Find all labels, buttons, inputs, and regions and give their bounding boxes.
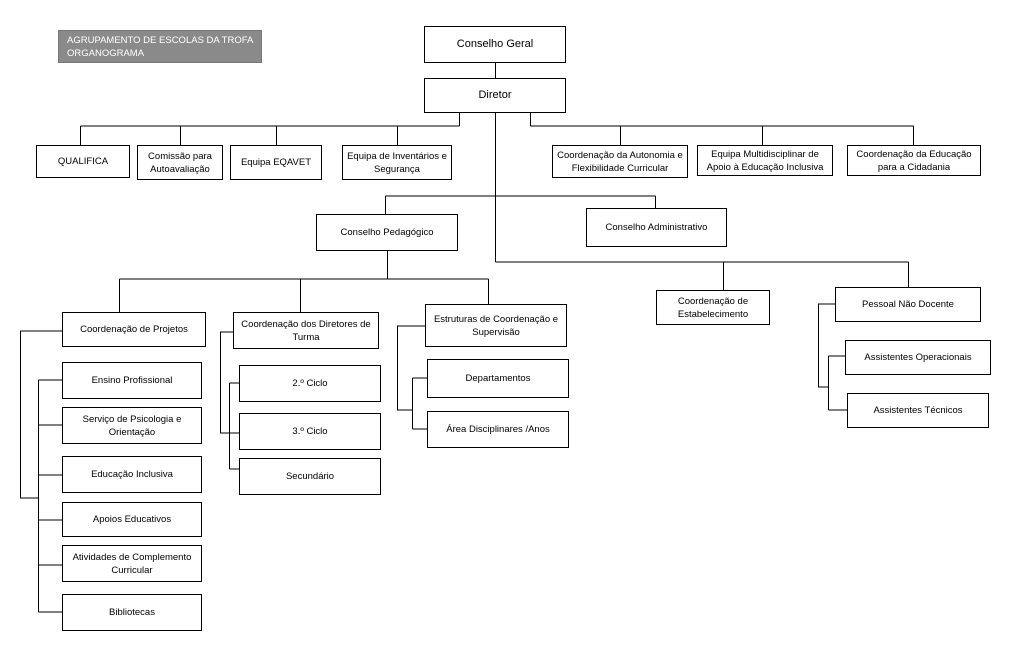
node-educacao-cidadania: Coordenação da Educação para a Cidadania <box>847 145 981 176</box>
node-assistentes-operacionais: Assistentes Operacionais <box>845 340 991 375</box>
node-estruturas-coordenacao: Estruturas de Coordenação e Supervisão <box>425 304 567 347</box>
node-secundario: Secundário <box>239 458 381 495</box>
node-conselho-pedagogico: Conselho Pedagógico <box>316 214 458 251</box>
node-departamentos: Departamentos <box>427 359 569 398</box>
node-coordenacao-projetos: Coordenação de Projetos <box>62 312 206 347</box>
node-coordenacao-autonomia: Coordenação da Autonomia e Flexibilidade… <box>552 145 688 178</box>
document-title: AGRUPAMENTO DE ESCOLAS DA TROFA ORGANOGR… <box>58 30 262 63</box>
node-2-ciclo: 2.º Ciclo <box>239 365 381 402</box>
node-pessoal-nao-docente: Pessoal Não Docente <box>835 287 981 322</box>
node-apoios-educativos: Apoios Educativos <box>62 502 202 537</box>
node-areas-disciplinares: Área Disciplinares /Anos <box>427 411 569 448</box>
node-servico-psicologia: Serviço de Psicologia e Orientação <box>62 407 202 444</box>
node-diretor: Diretor <box>424 78 566 113</box>
node-bibliotecas: Bibliotecas <box>62 594 202 631</box>
node-equipa-multidisciplinar-label: Equipa Multidisciplinar de Apoio à Educa… <box>706 149 824 173</box>
node-conselho-geral: Conselho Geral <box>424 26 566 63</box>
node-qualifica: QUALIFICA <box>36 145 130 178</box>
node-assistentes-tecnicos: Assistentes Técnicos <box>847 393 989 428</box>
node-ensino-profissional: Ensino Profissional <box>62 362 202 399</box>
title-line-1: AGRUPAMENTO DE ESCOLAS DA TROFA <box>67 35 254 46</box>
node-3-ciclo: 3.º Ciclo <box>239 413 381 450</box>
node-comissao-autoavaliacao: Comissão para Autoavaliação <box>137 145 223 180</box>
node-coordenacao-estabelecimento: Coordenação de Estabelecimento <box>656 290 770 325</box>
node-educacao-cidadania-label: Coordenação da Educação para a Cidadania <box>856 149 972 173</box>
node-equipa-eqavet: Equipa EQAVET <box>230 145 322 180</box>
node-coordenacao-diretores-turma: Coordenação dos Diretores de Turma <box>233 312 379 349</box>
node-equipa-inventarios: Equipa de Inventários e Segurança <box>342 145 452 180</box>
node-educacao-inclusiva: Educação Inclusiva <box>62 456 202 493</box>
node-atividades-complemento: Atividades de Complemento Curricular <box>62 545 202 582</box>
title-line-2: ORGANOGRAMA <box>67 48 145 59</box>
node-equipa-multidisciplinar: Equipa Multidisciplinar de Apoio à Educa… <box>697 145 833 176</box>
node-conselho-administrativo: Conselho Administrativo <box>586 208 727 247</box>
